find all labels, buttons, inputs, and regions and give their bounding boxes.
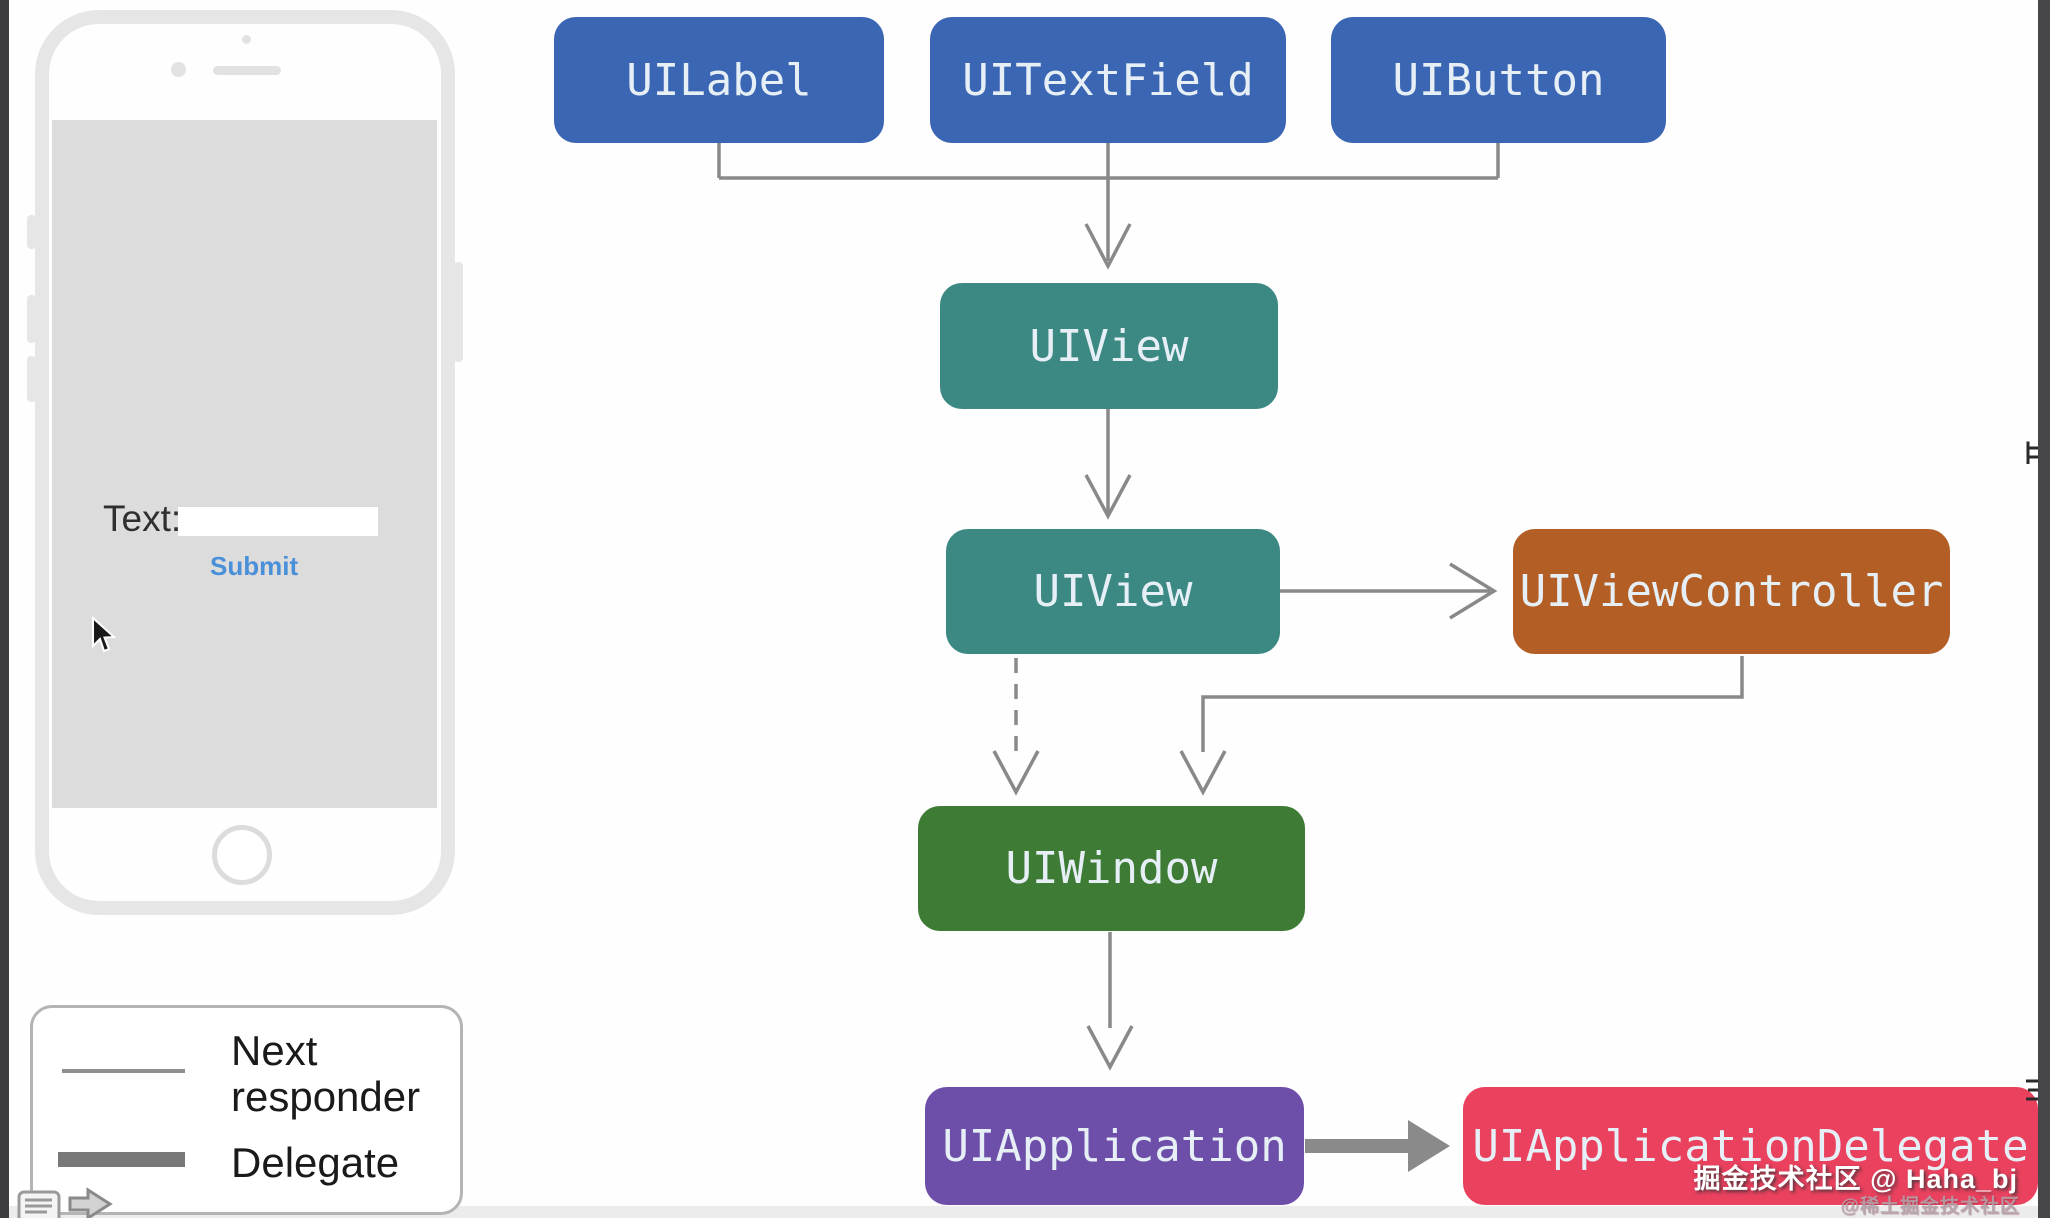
node-uibutton: UIButton: [1331, 17, 1666, 143]
arrowhead-down-uiwindow-left: [992, 750, 1040, 796]
phone-mute-switch: [27, 215, 36, 249]
node-uiviewcontroller: UIViewController: [1513, 529, 1950, 654]
text-field-label: Text:: [103, 498, 182, 539]
node-uiwindow: UIWindow: [918, 806, 1305, 931]
legend-label-delegate: Delegate: [231, 1139, 400, 1186]
submit-button[interactable]: Submit: [210, 551, 299, 581]
arrowhead-down-uiview-mid: [1084, 474, 1132, 520]
phone-volume-up-button: [27, 295, 36, 343]
node-uiapplicationdelegate: UIApplicationDelegate: [1463, 1087, 2038, 1205]
phone-home-button: [212, 825, 272, 885]
forward-arrow-icon: [68, 1187, 113, 1218]
node-uiapplication: UIApplication: [925, 1087, 1304, 1205]
arrowhead-right-uiviewcontroller: [1449, 562, 1498, 620]
annotation-icons: [0, 1187, 113, 1218]
next-responder-line-sample: [62, 1069, 185, 1073]
delegate-line-sample: [58, 1152, 185, 1167]
bottom-edge-band: [0, 1206, 2050, 1218]
watermark-line1: 掘金技术社区 @ Haha_bj: [1693, 1164, 2018, 1194]
arrowhead-down-uiview-top: [1084, 223, 1132, 270]
phone-mockup: [35, 10, 455, 915]
right-film-strip: [2038, 0, 2050, 1218]
node-uiview-top: UIView: [940, 283, 1278, 409]
node-uitextfield: UITextField: [930, 17, 1286, 143]
mouse-pointer-icon: [92, 616, 117, 653]
arrowhead-down-uiwindow-right: [1179, 750, 1227, 796]
edge-uiviewcontroller-to-uiwindow: [1201, 656, 1744, 752]
node-uiview-mid: UIView: [946, 529, 1280, 654]
phone-screen: [52, 120, 437, 808]
arrowhead-down-uiapplication: [1086, 1025, 1134, 1071]
left-film-strip: [0, 0, 9, 1218]
phone-speaker-icon: [213, 66, 281, 75]
phone-camera-icon: [171, 62, 186, 77]
legend-label-next-responder: Next responder: [231, 1027, 421, 1120]
node-uilabel: UILabel: [554, 17, 884, 143]
text-input[interactable]: [178, 507, 378, 536]
phone-sensor-dot-icon: [242, 35, 251, 44]
delegate-arrow-uiapplication-to-delegate: [1305, 1120, 1450, 1172]
phone-volume-down-button: [27, 356, 36, 402]
phone-power-button: [454, 262, 463, 362]
watermark-line2: @稀土掘金技术社区: [1840, 1196, 2020, 1217]
legend-box: [30, 1005, 463, 1215]
